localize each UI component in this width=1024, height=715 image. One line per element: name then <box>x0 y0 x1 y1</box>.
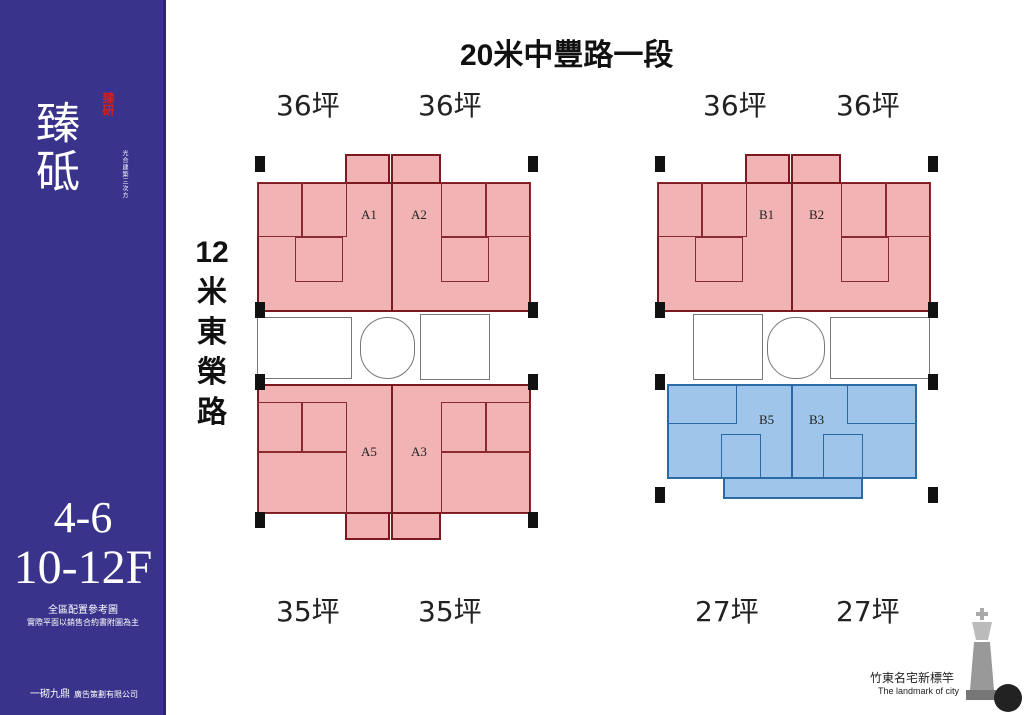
area-label: 36坪 <box>276 89 340 122</box>
structural-column <box>528 302 538 318</box>
footer-tagline-cn: 竹東名宅新標竿 <box>870 671 955 685</box>
road-side-char: 12 <box>195 236 229 269</box>
unit-b5 <box>667 384 793 479</box>
lobby <box>360 317 415 379</box>
structural-column <box>928 374 938 390</box>
road-side-char: 東 <box>197 316 227 349</box>
room-wall <box>695 237 743 282</box>
unit-a1 <box>257 182 393 312</box>
unit-label-b1: B1 <box>759 207 775 222</box>
structural-column <box>528 512 538 528</box>
unit-b3 <box>791 384 917 479</box>
unit-a2-balcony <box>391 154 441 184</box>
structural-column <box>928 156 938 172</box>
area-label: 27坪 <box>836 595 900 628</box>
lobby <box>767 317 825 379</box>
structural-column <box>528 156 538 172</box>
room-wall <box>486 402 531 452</box>
stair-core <box>830 317 930 379</box>
road-top-label: 20米中豐路一段 <box>460 39 674 72</box>
unit-a1-balcony <box>345 154 390 184</box>
room-wall <box>841 237 889 282</box>
sidebar: 臻砥 臻研 光合建築三次方 4-6 10-12F 全區配置參考圖 實際平面以銷售… <box>0 0 166 715</box>
structural-column <box>255 374 265 390</box>
structural-column <box>528 374 538 390</box>
room-wall <box>486 182 531 237</box>
structural-column <box>655 302 665 318</box>
company-credit: 一砌九鼎廣告策劃有限公司 <box>30 685 138 700</box>
room-wall <box>441 237 489 282</box>
note-detail: 實際平面以銷售合約書附圖為主 <box>27 618 139 627</box>
unit-label-a1: A1 <box>361 207 377 222</box>
unit-label-b2: B2 <box>809 207 825 222</box>
logo-tagline: 光合建築三次方 <box>121 150 128 199</box>
room-wall <box>823 434 863 479</box>
room-wall <box>257 402 302 452</box>
structural-column <box>255 302 265 318</box>
structural-column <box>655 156 665 172</box>
area-label: 36坪 <box>836 89 900 122</box>
chess-king-icon <box>966 608 1022 712</box>
area-label: 36坪 <box>418 89 482 122</box>
note-title: 全區配置參考圖 <box>48 605 118 616</box>
unit-label-b5: B5 <box>759 412 775 427</box>
area-label: 35坪 <box>276 595 340 628</box>
room-wall <box>702 182 747 237</box>
room-wall <box>886 182 931 237</box>
unit-label-a3: A3 <box>411 444 427 459</box>
road-side-label: 12 米 東 榮 路 <box>190 233 234 433</box>
unit-b1 <box>657 182 793 312</box>
structural-column <box>255 156 265 172</box>
structural-column <box>655 374 665 390</box>
room-wall <box>295 237 343 282</box>
room-wall <box>257 452 347 514</box>
area-label: 35坪 <box>418 595 482 628</box>
area-label: 36坪 <box>703 89 767 122</box>
room-wall <box>302 182 347 237</box>
room-wall <box>302 402 347 452</box>
room-wall <box>257 182 302 237</box>
logo-main: 臻砥 <box>28 100 79 196</box>
building-a: A1 A2 A5 A3 <box>255 152 540 542</box>
area-label: 27坪 <box>695 595 759 628</box>
room-wall <box>841 182 886 237</box>
room-wall <box>441 402 486 452</box>
room-wall <box>721 434 761 479</box>
unit-label-b3: B3 <box>809 412 825 427</box>
unit-a3-balcony <box>391 512 441 540</box>
elevator-core <box>693 314 763 380</box>
company-name: 廣告策劃有限公司 <box>74 690 138 699</box>
room-wall <box>667 384 737 424</box>
road-side-char: 米 <box>197 276 227 309</box>
unit-label-a2: A2 <box>411 207 427 222</box>
unit-a2 <box>391 182 531 312</box>
unit-a5-balcony <box>345 512 390 540</box>
structural-column <box>655 487 665 503</box>
structural-column <box>928 487 938 503</box>
floors-line2: 10-12F <box>13 541 153 594</box>
unit-b2 <box>791 182 931 312</box>
room-wall <box>657 182 702 237</box>
footer-tagline-en: The landmark of city <box>878 686 960 696</box>
elevator-core <box>420 314 490 380</box>
unit-b-balcony <box>723 477 863 499</box>
logo-sub: 臻研 <box>101 92 115 116</box>
building-b: B1 B2 B5 B3 <box>655 152 940 512</box>
unit-label-a5: A5 <box>361 444 377 459</box>
stair-core <box>257 317 352 379</box>
road-side-char: 路 <box>197 396 227 429</box>
floors-line1: 4-6 <box>53 493 113 542</box>
road-side-char: 榮 <box>197 356 227 389</box>
room-wall <box>441 452 531 514</box>
room-wall <box>847 384 917 424</box>
structural-column <box>928 302 938 318</box>
structural-column <box>255 512 265 528</box>
unit-b2-balcony <box>791 154 841 184</box>
unit-b1-balcony <box>745 154 790 184</box>
room-wall <box>441 182 486 237</box>
company-brand: 一砌九鼎 <box>30 689 70 700</box>
